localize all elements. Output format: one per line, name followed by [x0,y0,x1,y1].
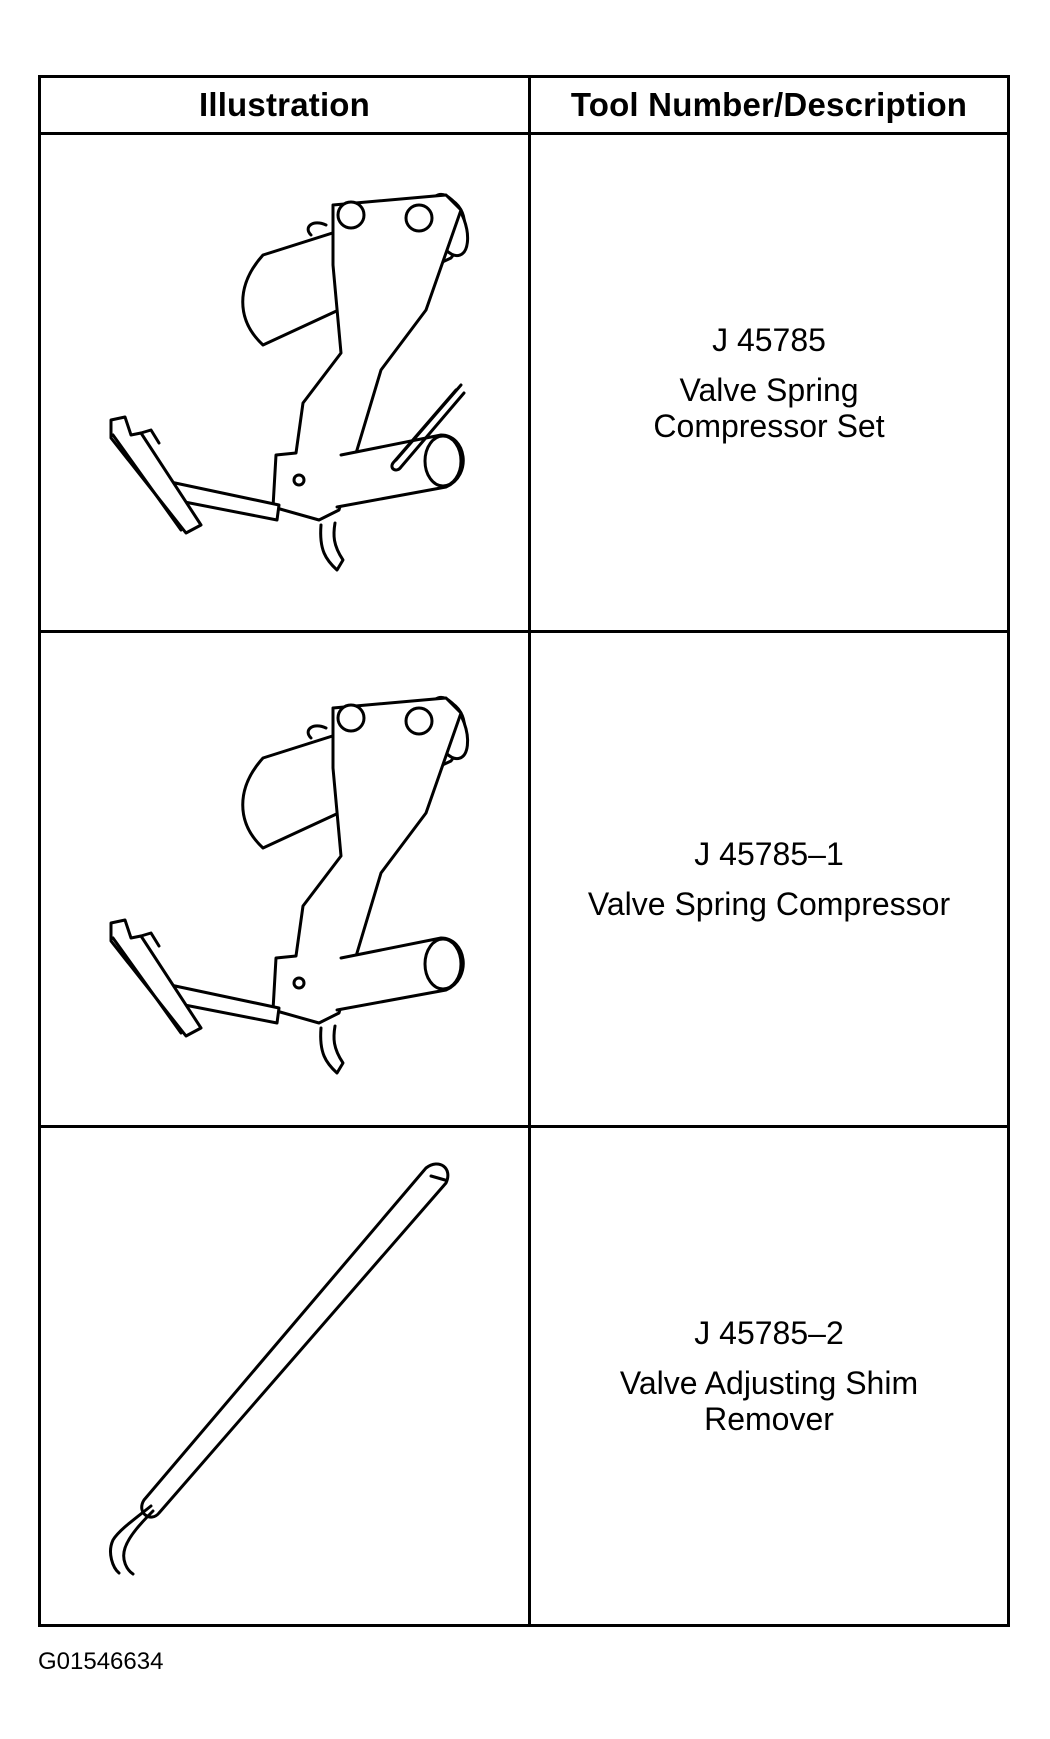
tool-description-line: Valve Spring Compressor [587,886,951,922]
description-cell: J 45785 Valve Spring Compressor Set [531,135,1007,630]
tool-description-line: Valve Adjusting Shim [619,1365,919,1401]
figure-id: G01546634 [38,1648,164,1675]
tool-description-line: Remover [704,1401,834,1437]
table-row: J 45785–2 Valve Adjusting Shim Remover [41,1128,1007,1624]
valve-spring-compressor-set-illustration [109,192,470,572]
row-divider [41,630,1007,633]
header-divider [41,132,1007,135]
table-row: J 45785–1 Valve Spring Compressor [41,633,1007,1125]
illustration-cell [41,135,528,630]
description-cell: J 45785–2 Valve Adjusting Shim Remover [531,1128,1007,1624]
illustration-cell [41,1128,528,1624]
column-divider [528,78,531,1624]
tool-number: J 45785 [712,321,826,358]
tool-table: Illustration Tool Number/Description [38,75,1010,1627]
table-row: J 45785 Valve Spring Compressor Set [41,135,1007,630]
illustration-cell [41,633,528,1125]
valve-adjusting-shim-remover-illustration [109,1162,450,1576]
tool-description-line: Valve Spring [679,371,859,408]
row-divider [41,1125,1007,1128]
valve-spring-compressor-illustration [109,695,470,1075]
description-cell: J 45785–1 Valve Spring Compressor [531,633,1007,1125]
header-illustration: Illustration [198,86,371,123]
tool-number: J 45785–1 [694,836,844,872]
header-tool-description: Tool Number/Description [570,86,968,123]
tool-number: J 45785–2 [694,1315,844,1351]
tool-description-line: Compressor Set [653,407,885,444]
